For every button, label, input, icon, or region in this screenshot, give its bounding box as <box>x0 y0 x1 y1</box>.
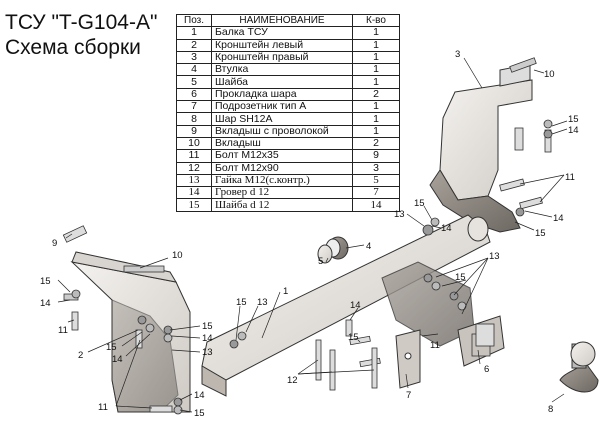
row-qty: 9 <box>352 149 400 163</box>
row-name: Кронштейн правый <box>211 50 353 65</box>
callout-7: 7 <box>406 390 411 401</box>
diagram-title: ТСУ "T-G104-A" <box>5 11 158 34</box>
bushing <box>317 236 349 264</box>
row-name: Вкладыш <box>211 136 353 151</box>
callout-14: 14 <box>202 333 213 344</box>
row-pos: 3 <box>176 50 212 65</box>
callout-15: 15 <box>40 276 51 287</box>
callout-5: 5 <box>318 256 323 267</box>
hitch-beam <box>201 214 491 397</box>
callout-15: 15 <box>535 228 546 239</box>
row-qty: 1 <box>352 50 400 65</box>
callout-2: 2 <box>78 350 83 361</box>
row-qty: 5 <box>352 173 400 188</box>
callout-13: 13 <box>394 209 405 220</box>
callout-15: 15 <box>194 408 205 419</box>
callout-14: 14 <box>40 298 51 309</box>
callout-14: 14 <box>441 223 452 234</box>
callout-15: 15 <box>568 114 579 125</box>
callout-14: 14 <box>112 354 123 365</box>
callout-10: 10 <box>544 69 555 80</box>
row-qty: 1 <box>352 38 400 52</box>
row-pos: 10 <box>176 136 212 151</box>
tow-ball <box>559 341 599 393</box>
callout-11: 11 <box>98 402 108 413</box>
row-qty: 1 <box>352 124 400 138</box>
callout-14: 14 <box>553 213 564 224</box>
callout-14: 14 <box>568 125 579 136</box>
callout-14: 14 <box>194 390 205 401</box>
callout-11: 11 <box>565 172 575 183</box>
callout-15: 15 <box>455 272 466 283</box>
right-bracket <box>429 63 533 233</box>
callout-15: 15 <box>202 321 213 332</box>
row-pos: 9 <box>176 124 212 138</box>
row-qty: 1 <box>352 26 400 40</box>
callout-11: 11 <box>58 325 68 336</box>
row-qty: 7 <box>352 186 400 200</box>
callout-14: 14 <box>350 300 361 311</box>
row-name: Гровер d 12 <box>211 186 353 200</box>
row-qty: 2 <box>352 136 400 151</box>
socket-plate <box>395 329 421 389</box>
callout-13: 13 <box>257 297 268 308</box>
callout-15: 15 <box>236 297 247 308</box>
callout-13: 13 <box>202 347 213 358</box>
row-name: Гайка М12(с.контр.) <box>211 173 353 188</box>
callout-labels: 3 10 15 14 11 14 15 13 15 14 4 5 13 15 1… <box>40 49 579 419</box>
callout-10: 10 <box>172 250 183 261</box>
callout-4: 4 <box>366 241 371 252</box>
callout-15: 15 <box>106 342 117 353</box>
callout-6: 6 <box>484 364 489 375</box>
callout-9: 9 <box>52 238 57 249</box>
fasteners <box>62 57 553 415</box>
row-qty: 3 <box>352 161 400 175</box>
callout-13: 13 <box>489 251 500 262</box>
row-name: Шайба d 12 <box>211 198 353 212</box>
callout-12: 12 <box>287 375 298 386</box>
callout-11: 11 <box>430 340 440 351</box>
callout-15: 15 <box>414 198 425 209</box>
left-bracket <box>70 251 191 413</box>
row-qty: 14 <box>352 198 400 212</box>
diagram-subtitle: Схема сборки <box>5 36 141 59</box>
row-pos: 11 <box>176 149 212 163</box>
callout-3: 3 <box>455 49 460 60</box>
row-name: Болт М12х90 <box>211 161 353 175</box>
leader-lines <box>57 57 568 413</box>
callout-8: 8 <box>548 404 553 415</box>
row-pos: 13 <box>176 173 212 188</box>
callout-15: 15 <box>348 332 359 343</box>
row-pos: 15 <box>176 198 212 212</box>
callout-1: 1 <box>283 286 288 297</box>
